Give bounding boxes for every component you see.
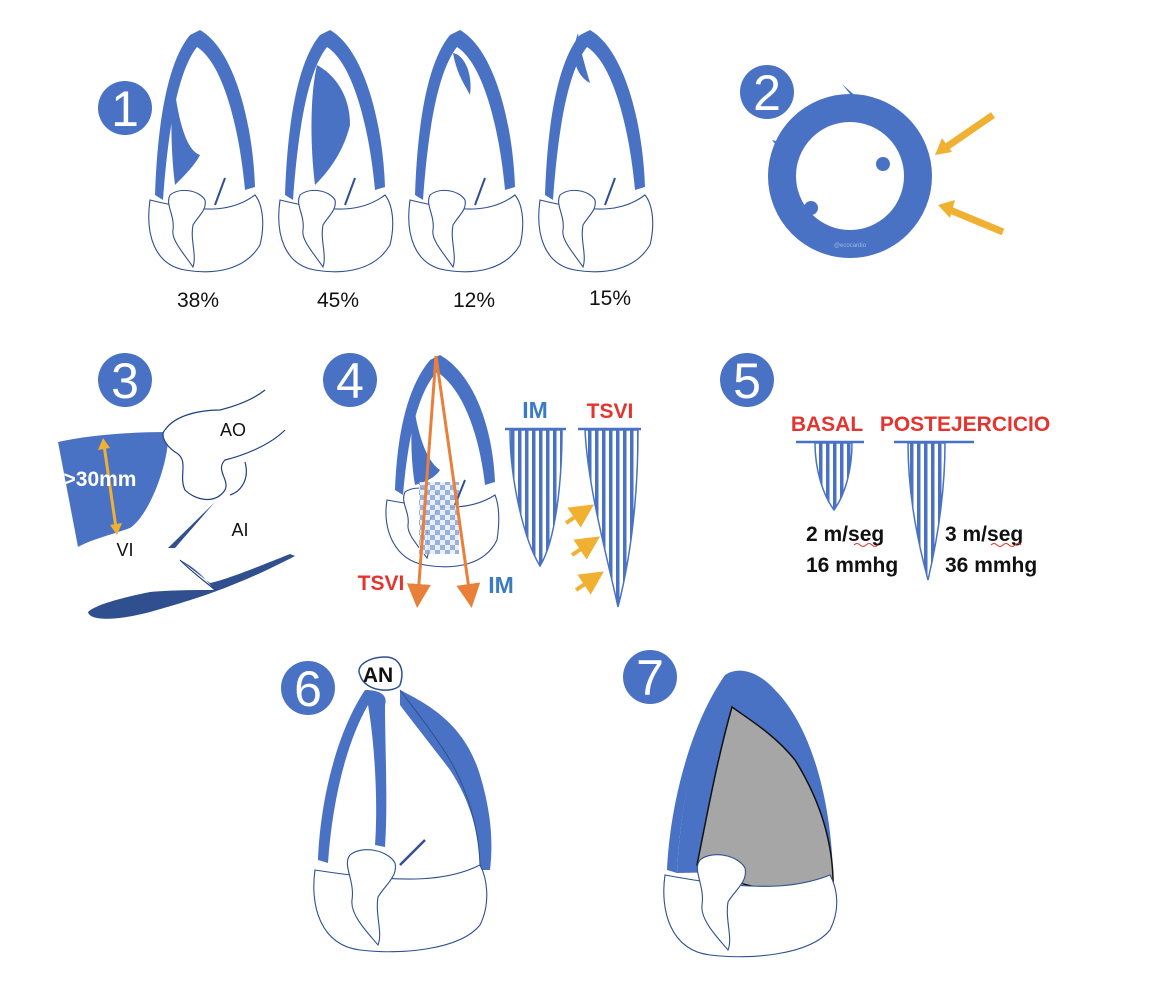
tsvi-arrow-icon	[406, 355, 438, 608]
heart-apical-aneurysm	[313, 656, 492, 953]
tsvi-doppler-envelope	[584, 429, 639, 608]
im-arrow-icon	[434, 355, 481, 608]
label-basal: BASAL	[791, 413, 864, 436]
heart-variant-1	[148, 30, 264, 273]
panel-3: 3 AO AI VI >30mm	[58, 353, 295, 619]
panel-2: 2 @ecocardio	[740, 65, 1005, 258]
label-postejercicio: POSTEJERCICIO	[880, 413, 1050, 436]
panel-2-number: 2	[753, 65, 781, 121]
panel-6-badge	[281, 661, 335, 715]
panel-7: 7	[623, 650, 838, 958]
pct-label-1: 38%	[177, 289, 219, 312]
arrow-icon-upper	[943, 112, 995, 151]
label-tsvi-bottom: TSVI	[358, 572, 405, 595]
heart-variant-2	[278, 30, 394, 273]
panel-5-number: 5	[733, 353, 761, 409]
panel-4-number: 4	[336, 353, 364, 409]
panel-6-number: 6	[294, 661, 322, 717]
panel-5: 5 BASAL POSTEJERCICIO 2 m/seg 16 mmhg 3 …	[720, 353, 1050, 581]
label-im-top: IM	[522, 397, 548, 423]
panel-7-number: 7	[636, 650, 664, 706]
panel-1-number: 1	[111, 81, 139, 137]
label-an: AN	[363, 664, 393, 687]
post-doppler-envelope	[907, 442, 946, 581]
post-velocity: 3 m/seg	[945, 523, 1023, 546]
basal-gradient: 16 mmhg	[806, 554, 898, 577]
flow-arrow-icon-3	[574, 571, 604, 595]
flow-arrow-icon-2	[570, 536, 600, 560]
heart-variant-4	[538, 30, 654, 273]
label-im-bottom: IM	[488, 572, 514, 598]
papillary-muscle-1	[876, 157, 890, 171]
posterior-wall	[88, 554, 295, 619]
im-doppler-envelope	[509, 429, 563, 568]
flow-arrow-icon-1	[564, 504, 594, 528]
measure-label: >30mm	[64, 468, 137, 491]
label-ai: AI	[231, 520, 248, 540]
panel-3-number: 3	[111, 353, 139, 409]
aneurysm-pouch	[358, 656, 403, 691]
pct-label-3: 12%	[453, 289, 495, 312]
pct-label-4: 15%	[589, 287, 631, 310]
basal-doppler-envelope	[814, 442, 853, 512]
short-axis-ring	[768, 94, 932, 258]
panel-1-badge	[98, 81, 152, 135]
panel-4-badge	[323, 353, 377, 407]
papillary-muscle-2	[804, 201, 818, 215]
panel-2-badge	[740, 65, 794, 119]
heart-apical-hcm	[663, 670, 838, 958]
post-gradient: 36 mmhg	[945, 554, 1037, 577]
panel-7-badge	[623, 650, 677, 704]
panel-6: 6 AN	[281, 656, 492, 953]
watermark: @ecocardio	[834, 243, 867, 249]
septum	[58, 432, 169, 547]
label-vi: VI	[116, 540, 133, 560]
label-ao: AO	[220, 420, 246, 440]
panel-3-badge	[98, 353, 152, 407]
panel-1: 1	[98, 30, 654, 312]
panel-4: 4 TSVI IM IM TSVI	[323, 353, 641, 608]
panel-5-badge	[720, 353, 774, 407]
arrow-icon-lower	[948, 206, 1005, 236]
label-tsvi-top: TSVI	[587, 400, 634, 423]
heart-variant-3	[408, 30, 524, 273]
heart-lvoto	[385, 355, 500, 568]
basal-velocity: 2 m/seg	[806, 523, 884, 546]
pct-label-2: 45%	[317, 289, 359, 312]
measure-arrow-icon	[102, 444, 118, 529]
